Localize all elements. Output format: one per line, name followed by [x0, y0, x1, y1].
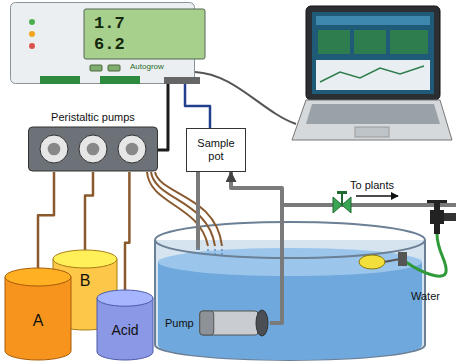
container-body — [97, 298, 153, 360]
float-arm — [384, 259, 400, 262]
valve-handle — [337, 191, 347, 194]
pump-head — [118, 135, 146, 163]
status-led — [29, 31, 35, 37]
node-text: Acid — [111, 323, 138, 338]
valve-stem — [341, 194, 343, 205]
node-text: Peristaltic pumps — [28, 110, 158, 124]
dosing-tube — [155, 172, 222, 246]
valve — [333, 191, 351, 213]
return-pipe — [196, 172, 200, 250]
controller: 1.76.2 — [10, 2, 195, 84]
reservoir-tank — [155, 222, 425, 360]
tank-rim — [155, 222, 425, 258]
sample-pipe — [231, 172, 282, 323]
tap — [427, 200, 456, 234]
peristaltic-pump-unit: Peristaltic pumps — [28, 110, 158, 172]
container-top — [53, 250, 117, 268]
screen-panel — [354, 30, 386, 54]
pump-housing — [29, 127, 158, 171]
node-text: A — [33, 312, 44, 330]
brand-label: Autogrow — [130, 62, 164, 71]
sample-pot: Sample pot — [186, 128, 246, 172]
pump-rotor — [126, 143, 139, 156]
laptop-frame — [306, 6, 440, 100]
float-valve — [359, 252, 407, 269]
lcd-screen — [84, 9, 205, 59]
screen-panel — [318, 30, 350, 54]
pump-head — [40, 135, 68, 163]
flow-arrow — [356, 195, 398, 197]
float — [359, 255, 385, 269]
tap-handle — [427, 200, 447, 203]
sensor-cable — [185, 84, 210, 128]
laptop-base — [292, 100, 452, 140]
pump-rotor — [48, 143, 61, 156]
laptop — [292, 6, 452, 140]
dosing-tube — [38, 172, 54, 268]
container-top — [97, 290, 153, 306]
tap-spindle — [434, 203, 440, 210]
float-valve-body — [398, 252, 407, 266]
pump-motor — [200, 311, 214, 335]
outlet-label: To plants — [350, 179, 394, 192]
dosing-tube — [151, 172, 215, 246]
pump-head — [79, 135, 107, 163]
terminal-block — [100, 76, 140, 84]
pump-body — [200, 311, 258, 335]
container-body — [5, 277, 71, 360]
control-cable — [158, 84, 168, 150]
node-text: 1.7 — [94, 13, 195, 34]
pump-cap — [256, 310, 268, 336]
node-text: B — [80, 272, 91, 290]
dosing-outlets — [147, 172, 222, 257]
nutrient-tank: A — [4, 268, 72, 360]
touchpad — [355, 127, 389, 137]
hose — [406, 234, 446, 276]
dosing-tube — [125, 172, 129, 290]
screen-graph — [320, 66, 424, 82]
node-text: 6.2 — [94, 34, 195, 55]
acid-tank: Acid — [96, 290, 154, 360]
tap-body — [430, 210, 444, 234]
keyboard — [306, 104, 440, 124]
pump-rotor — [87, 143, 100, 156]
node-text: Pump — [165, 317, 194, 329]
water-inlet-label: Water — [411, 290, 440, 303]
return-flow — [197, 248, 199, 256]
status-led — [29, 43, 35, 49]
button — [108, 65, 120, 71]
status-led — [29, 19, 35, 25]
cable-port — [164, 77, 200, 84]
outflow-pipe — [282, 203, 456, 207]
container-top — [5, 268, 71, 286]
screen-panel — [316, 60, 430, 90]
screen-bar — [316, 16, 430, 25]
water — [158, 262, 422, 360]
laptop-screen — [312, 12, 434, 94]
dosing-tube — [85, 172, 93, 250]
drips — [208, 249, 222, 257]
button — [90, 65, 102, 71]
screen-panel — [390, 30, 428, 54]
node-text: Sample pot — [196, 137, 236, 163]
terminal-block — [40, 76, 80, 84]
submersible-pump: Pump — [165, 300, 270, 346]
